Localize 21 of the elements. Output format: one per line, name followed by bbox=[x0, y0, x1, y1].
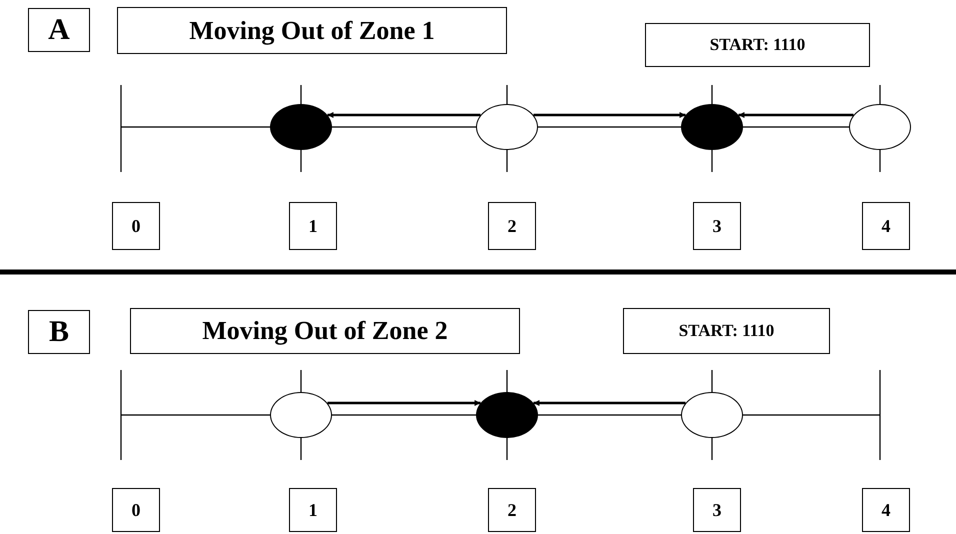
panel-title: Moving Out of Zone 2 bbox=[130, 308, 520, 354]
arrow bbox=[327, 400, 481, 406]
panel-letter: B bbox=[28, 310, 90, 354]
start-label: START: 1110 bbox=[623, 308, 830, 354]
position-number: 4 bbox=[862, 202, 910, 250]
arrow bbox=[533, 400, 686, 406]
position-number: 0 bbox=[112, 488, 160, 532]
position-number: 2 bbox=[488, 202, 536, 250]
panel-letter: A bbox=[28, 8, 90, 52]
panel-title: Moving Out of Zone 1 bbox=[117, 7, 507, 54]
position-number: 2 bbox=[488, 488, 536, 532]
position-number: 3 bbox=[693, 488, 741, 532]
position-number: 1 bbox=[289, 202, 337, 250]
arrow bbox=[738, 112, 854, 118]
position-number: 1 bbox=[289, 488, 337, 532]
position-number: 4 bbox=[862, 488, 910, 532]
position-number: 3 bbox=[693, 202, 741, 250]
position-number: 0 bbox=[112, 202, 160, 250]
start-label: START: 1110 bbox=[645, 23, 870, 67]
arrow bbox=[533, 112, 686, 118]
arrow bbox=[327, 112, 481, 118]
